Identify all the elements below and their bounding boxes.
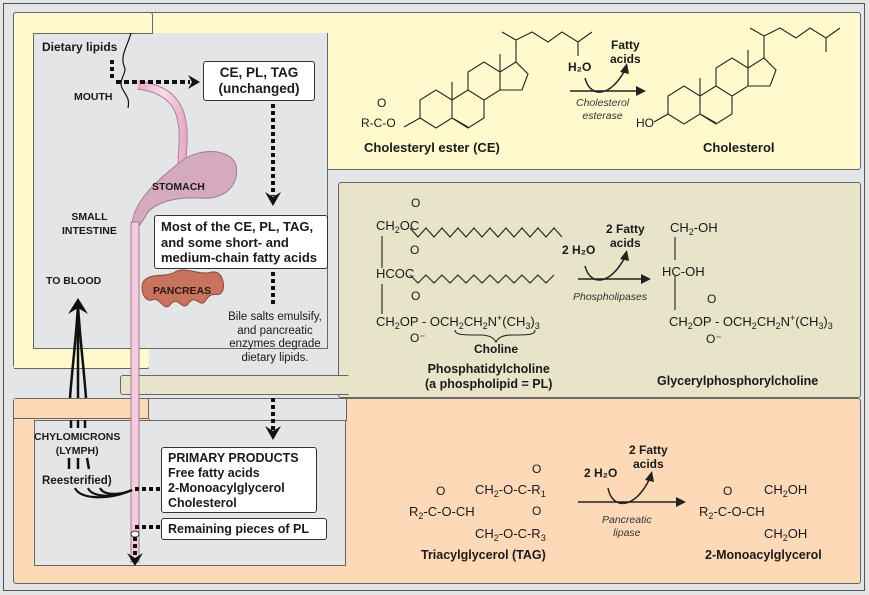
- tag-o-top: O: [532, 462, 542, 476]
- unchanged-box: CE, PL, TAG (unchanged): [203, 61, 315, 101]
- pancreas-label: PANCREAS: [153, 285, 212, 297]
- ester-rco: R-C-O: [361, 116, 396, 130]
- cholesterol-label: Cholesterol: [703, 140, 775, 155]
- stomach-label: STOMACH: [152, 181, 205, 193]
- mag-bottom: CH2OH: [764, 526, 808, 543]
- peach-top-strip: [14, 399, 149, 419]
- pl-row3: CH2OP - OCH2CH2N+(CH3)3: [376, 313, 540, 331]
- pl-o-minus: O⁻: [410, 331, 426, 345]
- primary-products-title: PRIMARY PRODUCTS: [168, 451, 299, 465]
- most-lipids-box: Most of the CE, PL, TAG, and some short-…: [154, 215, 328, 269]
- cholesteryl-ester-structure: [403, 31, 593, 129]
- pl-water: 2 H₂O: [562, 243, 596, 257]
- hydroxyl-label: HO: [636, 116, 654, 130]
- tag-middle: R2-C-O-CH: [409, 504, 475, 521]
- pancreatic-lipase-enzyme: Pancreatic lipase: [602, 514, 652, 539]
- primary-product-item: 2-Monoacylglycerol: [168, 481, 285, 495]
- gpc-row1: CH2-OH: [670, 220, 718, 237]
- bile-note: Bile salts emulsify, and pancreatic enzy…: [228, 311, 322, 364]
- mag-middle: R2-C-O-CH: [699, 504, 765, 521]
- small-intestine-tube: [130, 221, 140, 563]
- phosphatidylcholine-label: Phosphatidylcholine (a phospholipid = PL…: [425, 362, 553, 391]
- pancreas-shape: [141, 269, 225, 308]
- stomach-shape: [131, 151, 238, 226]
- phospholipases-enzyme: Phospholipases: [573, 291, 648, 303]
- glycerylphosphorylcholine-label: Glycerylphosphorylcholine: [657, 374, 819, 388]
- pl-row1: CH2OC: [376, 218, 420, 235]
- primary-products-box: PRIMARY PRODUCTS Free fatty acids 2-Mono…: [161, 447, 317, 513]
- tag-water: 2 H₂O: [584, 466, 618, 480]
- phosphatidylcholine-structure: [381, 227, 563, 344]
- pl-o2: O: [410, 243, 420, 257]
- tag-o-left: O: [436, 484, 446, 498]
- primary-product-item: Free fatty acids: [168, 466, 260, 480]
- gpc-o-minus: O⁻: [706, 332, 722, 346]
- pl-fatty-acids-product: 2 Fatty acids: [606, 222, 645, 250]
- cholesterol-esterase-enzyme: Cholesterol esterase: [576, 97, 630, 122]
- fatty-acids-product: Fatty acids: [610, 38, 641, 66]
- tag-label: Triacylglycerol (TAG): [421, 548, 546, 562]
- gpc-row2: HC-OH: [662, 264, 705, 279]
- cholesteryl-ester-label: Cholesteryl ester (CE): [364, 140, 500, 155]
- tag-bottom: CH2-O-C-R3: [475, 526, 546, 543]
- tag-o-bottom: O: [532, 504, 542, 518]
- cholesterol-structure: [653, 27, 841, 125]
- ester-oxygen: O: [377, 96, 387, 110]
- choline-label: Choline: [474, 342, 518, 356]
- remaining-pl-box: Remaining pieces of PL: [161, 518, 327, 540]
- mouth-label: MOUTH: [74, 91, 113, 103]
- to-blood-label: TO BLOOD: [46, 275, 102, 287]
- reesterified-label: Reesterified): [42, 475, 112, 487]
- tag-fatty-acids-product: 2 Fatty acids: [629, 443, 668, 471]
- chylomicrons-label: CHYLOMICRONS (LYMPH): [34, 431, 121, 457]
- mag-label: 2-Monoacylglycerol: [705, 548, 822, 562]
- pl-row2: HCOC: [376, 266, 415, 281]
- mag-o: O: [723, 484, 733, 498]
- pl-o1: O: [411, 196, 421, 210]
- mouth-profile: [120, 32, 132, 109]
- phospholipid-panel: [338, 182, 861, 398]
- tag-top: CH2-O-C-R1: [475, 482, 546, 499]
- pl-o3: O: [411, 289, 421, 303]
- primary-product-item: Cholesterol: [168, 496, 237, 510]
- dietary-lipids-label: Dietary lipids: [42, 40, 118, 54]
- mag-top: CH2OH: [764, 482, 808, 499]
- water-label: H₂O: [568, 60, 592, 74]
- gpc-row3: CH2OP - OCH2CH2N+(CH3)3: [669, 313, 833, 331]
- small-intestine-label: SMALL INTESTINE: [62, 211, 117, 237]
- gpc-o: O: [707, 292, 717, 306]
